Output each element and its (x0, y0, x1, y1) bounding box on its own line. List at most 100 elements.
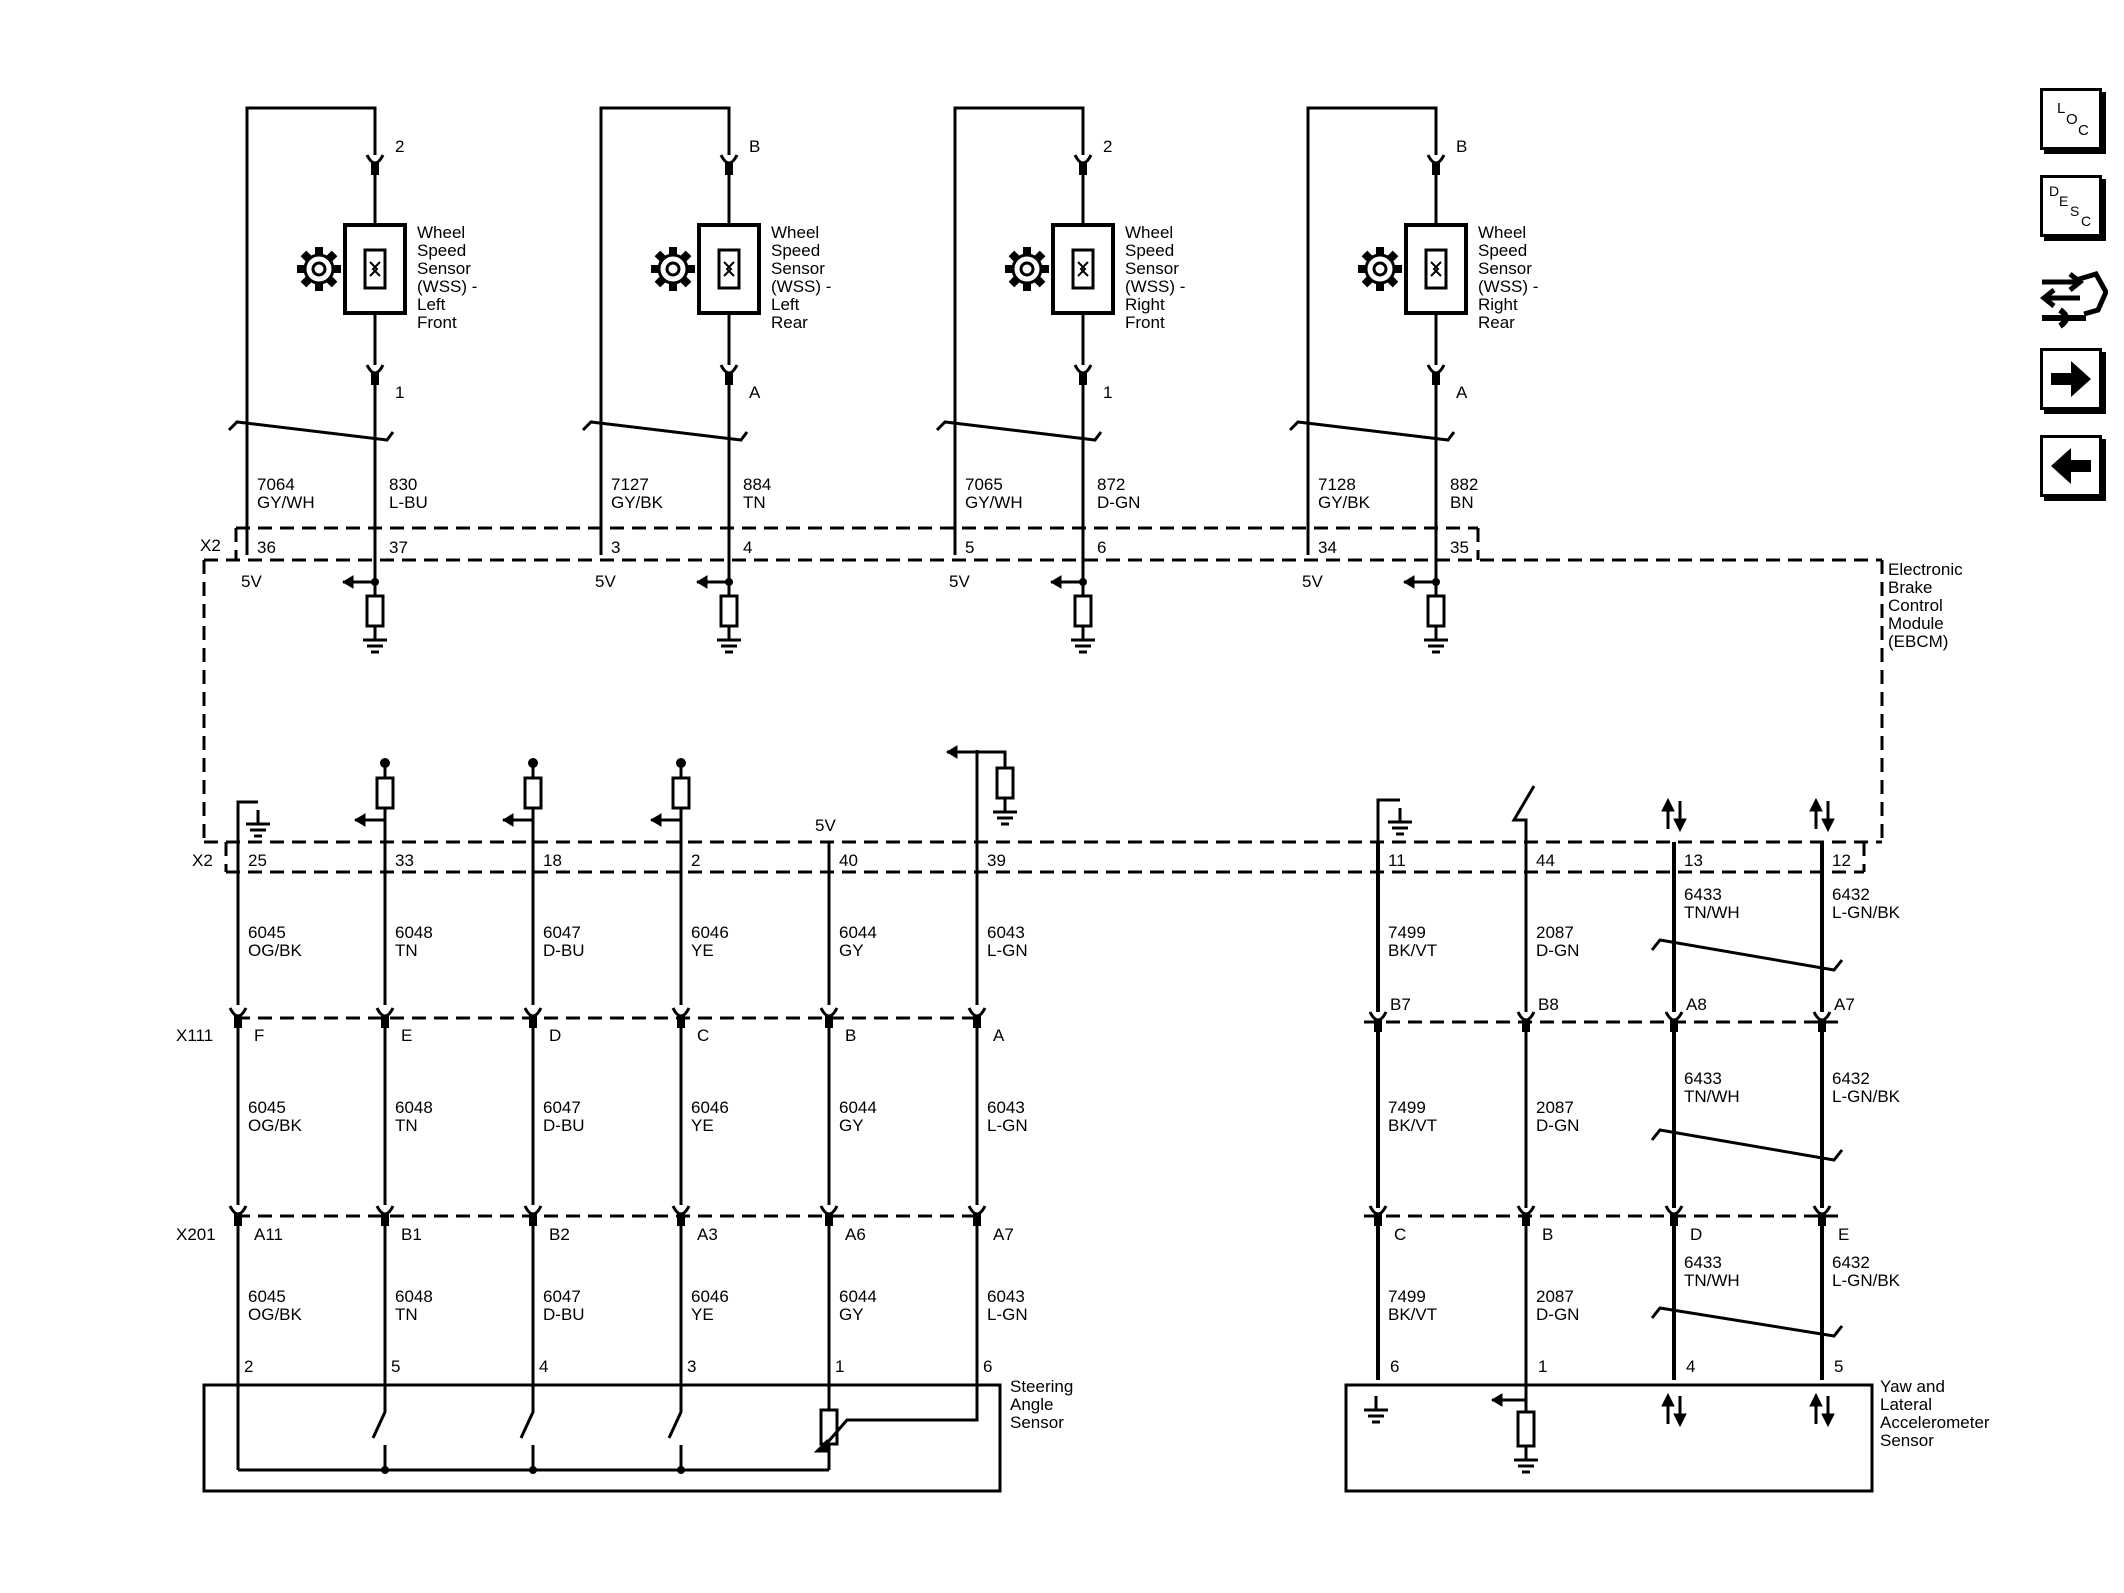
wss-4-wire-a-color: GY/BK (1318, 493, 1371, 512)
steer-ckt-5-wire-color-3: GY (839, 1305, 864, 1324)
wss-3-title-line-1: Wheel (1125, 223, 1173, 242)
yaw-ckt-4-wire-color-1: L-GN/BK (1832, 903, 1901, 922)
steer-ckt-2-wire-color-1: TN (395, 941, 418, 960)
next-page-button[interactable] (2040, 348, 2102, 410)
steer-ckt-4-x201-terminal-pin (677, 1214, 685, 1226)
wss-1-top-terminal (365, 154, 385, 165)
steer-ckt-5-ebcm-pin: 40 (839, 851, 858, 870)
wss-3-top-terminal-pin (1079, 163, 1087, 175)
steer-ckt-6-x111-terminal-pin (973, 1016, 981, 1028)
wss-3-ebcm-pin-b: 6 (1097, 538, 1106, 557)
wss-2-title-line-1: Wheel (771, 223, 819, 242)
steer-ckt-1-wire-num-1: 6045 (248, 923, 286, 942)
steer-ckt-6-x201-terminal-pin (973, 1214, 981, 1226)
wss-3-wire-b-color: D-GN (1097, 493, 1140, 512)
wss-3-gear-icon (1005, 247, 1049, 291)
wss-3-wire-a-num: 7065 (965, 475, 1003, 494)
wss-1-ref-voltage: 5V (241, 572, 262, 591)
yaw-twist-3 (1650, 1306, 1844, 1338)
wss-1-title-line-4: (WSS) - (417, 277, 477, 296)
yaw-sensor-resistor (1516, 1410, 1536, 1448)
steer-ckt-2-wire-num-1: 6048 (395, 923, 433, 942)
steer-ckt-5-x201-pin: A6 (845, 1225, 866, 1244)
steer-switch-2 (519, 1380, 535, 1470)
steer-ckt-3-x111-terminal (523, 1007, 543, 1018)
yaw-ebcm-data-arrows-1-down-head (1673, 818, 1687, 833)
steer-ckt-3-x111-pin: D (549, 1026, 561, 1045)
wss-4-sensor-glyph (1430, 261, 1442, 277)
wss-1-title-line-5: Left (417, 295, 446, 314)
steer-switch-3-node (677, 1466, 685, 1474)
steer-ckt-6-wire-num-1: 6043 (987, 923, 1025, 942)
steer-ckt-6-wire-color-3: L-GN (987, 1305, 1028, 1324)
x201-label: X201 (176, 1225, 216, 1244)
wss-4-ebcm-pin-a: 34 (1318, 538, 1337, 557)
steer-ckt-6-x201-pin: A7 (993, 1225, 1014, 1244)
steer-switch-1 (371, 1380, 387, 1470)
yaw-ckt-3-ebcm-pin: 13 (1684, 851, 1703, 870)
wss-2-bottom-terminal-pin (725, 373, 733, 385)
steer-pullup-1-signal-arrow-head (354, 813, 366, 827)
connector-list-icon[interactable] (2036, 262, 2109, 334)
ebcm-label-line-4: Module (1888, 614, 1944, 633)
steer-ckt-3-x201-pin: B2 (549, 1225, 570, 1244)
yaw-ckt-2-x111-terminal-pin (1522, 1020, 1530, 1032)
wss-3-pulldown-resistor (1073, 594, 1093, 628)
wss-2-pulldown-resistor (719, 594, 739, 628)
wss-4-twist (1288, 420, 1456, 442)
yaw-ckt-3-wire-num-2: 6433 (1684, 1069, 1722, 1088)
wss-3-sensor-glyph (1077, 261, 1089, 277)
yaw-ckt-2-x111-pin: B8 (1538, 995, 1559, 1014)
arrow-right-icon (2051, 361, 2091, 397)
steer-ckt-1-ebcm-pin: 25 (248, 851, 267, 870)
yaw-ckt-4-ebcm-pin: 12 (1832, 851, 1851, 870)
wss-2-sensor-glyph (723, 261, 735, 277)
steer-ckt-2-x201-pin: B1 (401, 1225, 422, 1244)
steer-ckt-6-arrow-head (946, 745, 958, 759)
yaw-ckt-2-wire-num-1: 2087 (1536, 923, 1574, 942)
wss-2-title-line-6: Rear (771, 313, 808, 332)
wss-3-pin-bottom: 1 (1103, 383, 1112, 402)
wss-2-signal-arrow-head (696, 575, 708, 589)
steer-ckt-1-wire-num-2: 6045 (248, 1098, 286, 1117)
yaw-sensor-label-line-1: Yaw and (1880, 1377, 1945, 1396)
steer-ckt-1-x201-terminal (228, 1205, 248, 1216)
wss-2-wire-a-color: GY/BK (611, 493, 664, 512)
desc-letter-e: E (2059, 193, 2068, 209)
yaw-ckt-1-x111-pin: B7 (1390, 995, 1411, 1014)
steer-ckt-2-wire-num-3: 6048 (395, 1287, 433, 1306)
yaw-sensor-label-line-3: Accelerometer (1880, 1413, 1990, 1432)
yaw-ckt-2-wire-num-3: 2087 (1536, 1287, 1574, 1306)
yaw-sensor-data-arrows-1-up-head (1661, 1392, 1675, 1407)
desc-letter-s: S (2070, 203, 2079, 219)
wss-4-pin-top: B (1456, 137, 1467, 156)
wss-3-title-line-3: Sensor (1125, 259, 1179, 278)
yaw-ckt-3-x201-pin: D (1690, 1225, 1702, 1244)
wss-1-wire-a-num: 7064 (257, 475, 295, 494)
steer-ckt-2-sensor-pin: 5 (391, 1357, 400, 1376)
steer-ckt-3-x201-terminal-pin (529, 1214, 537, 1226)
previous-page-button[interactable] (2040, 435, 2102, 497)
yaw-ckt-2-wire-num-2: 2087 (1536, 1098, 1574, 1117)
steer-ckt-6-sensor-pin: 6 (983, 1357, 992, 1376)
wss-1-wire-b-color: L-BU (389, 493, 428, 512)
desc-letter-c: C (2081, 213, 2091, 229)
steer-5v-label: 5V (815, 816, 836, 835)
steer-ckt-2-x201-terminal-pin (381, 1214, 389, 1226)
wss-2-gear-icon (651, 247, 695, 291)
wss-3-wire-b-num: 872 (1097, 475, 1125, 494)
x2-top-label: X2 (200, 536, 221, 555)
steering-sensor-label-line-1: Steering (1010, 1377, 1073, 1396)
wss-1-title-line-1: Wheel (417, 223, 465, 242)
wss-4-return-wire (1306, 106, 1438, 555)
steer-pot-wiper-head (813, 1438, 828, 1453)
wss-4-pulldown-resistor (1426, 594, 1446, 628)
steer-ckt-1-x201-terminal-pin (234, 1214, 242, 1226)
wss-2-twist (581, 420, 749, 442)
steer-ckt-5-wire-num-3: 6044 (839, 1287, 877, 1306)
yaw-ckt-1-x201-terminal-pin (1374, 1214, 1382, 1226)
steer-ckt-4-wire-color-1: YE (691, 941, 714, 960)
wss-4-wire-a-num: 7128 (1318, 475, 1356, 494)
